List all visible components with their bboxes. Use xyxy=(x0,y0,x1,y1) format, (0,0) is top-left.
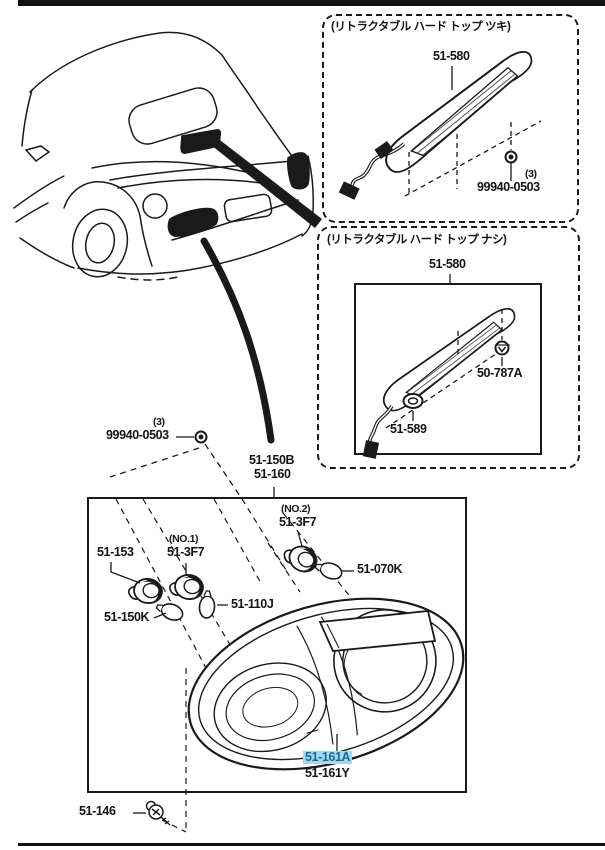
part-label-51-589[interactable]: 51-589 xyxy=(390,422,427,436)
panel-a-header: (リトラクタブル ハード トップ ツキ) xyxy=(331,21,511,33)
part-label-51-150B[interactable]: 51-150B xyxy=(249,453,295,467)
panel-with-hardtop-box xyxy=(322,14,579,223)
screw-icon xyxy=(145,800,171,826)
grommet-icon xyxy=(194,430,208,444)
part-label-51-580-b[interactable]: 51-580 xyxy=(429,257,466,271)
panel-without-hardtop-inner-box xyxy=(354,283,542,455)
left-tail-lamp-blackout xyxy=(167,207,219,237)
part-label-51-3F7-no1[interactable]: 51-3F7 xyxy=(167,545,205,559)
part-label-99940-0503-main[interactable]: 99940-0503 xyxy=(106,428,169,442)
leader-arrow-tail-lamp xyxy=(200,237,275,444)
leader-arrow-high-mount xyxy=(206,137,322,228)
part-label-51-160[interactable]: 51-160 xyxy=(254,467,291,481)
no2-prefix: (NO.2) xyxy=(281,503,311,515)
part-label-99940-0503-a[interactable]: 99940-0503 xyxy=(477,180,540,194)
panel-b-header: (リトラクタブル ハード トップ ナシ) xyxy=(327,234,507,246)
no1-prefix: (NO.1) xyxy=(169,533,199,545)
part-label-51-580-a[interactable]: 51-580 xyxy=(433,49,470,63)
part-label-51-153[interactable]: 51-153 xyxy=(97,545,134,559)
page-bottom-border xyxy=(18,843,605,846)
right-tail-lamp-blackout xyxy=(287,152,310,190)
part-label-51-161Y[interactable]: 51-161Y xyxy=(305,766,350,780)
part-label-51-150K[interactable]: 51-150K xyxy=(104,610,150,624)
part-label-51-161A-selected[interactable]: 51-161A xyxy=(303,750,353,765)
part-label-51-110J[interactable]: 51-110J xyxy=(231,597,274,611)
high-mount-lamp-blackout xyxy=(180,129,222,154)
qty-label-a: (3) xyxy=(525,168,537,180)
qty-label-main: (3) xyxy=(153,416,165,428)
part-label-51-3F7-no2[interactable]: 51-3F7 xyxy=(279,515,317,529)
part-label-51-146[interactable]: 51-146 xyxy=(79,804,116,818)
part-label-50-787A[interactable]: 50-787A xyxy=(477,366,523,380)
tail-lamp-detail-box xyxy=(87,497,467,793)
part-label-51-070K[interactable]: 51-070K xyxy=(357,562,403,576)
car-rear-illustration xyxy=(13,31,314,281)
page-top-border xyxy=(18,0,605,6)
panel-without-hardtop-box xyxy=(317,226,580,469)
